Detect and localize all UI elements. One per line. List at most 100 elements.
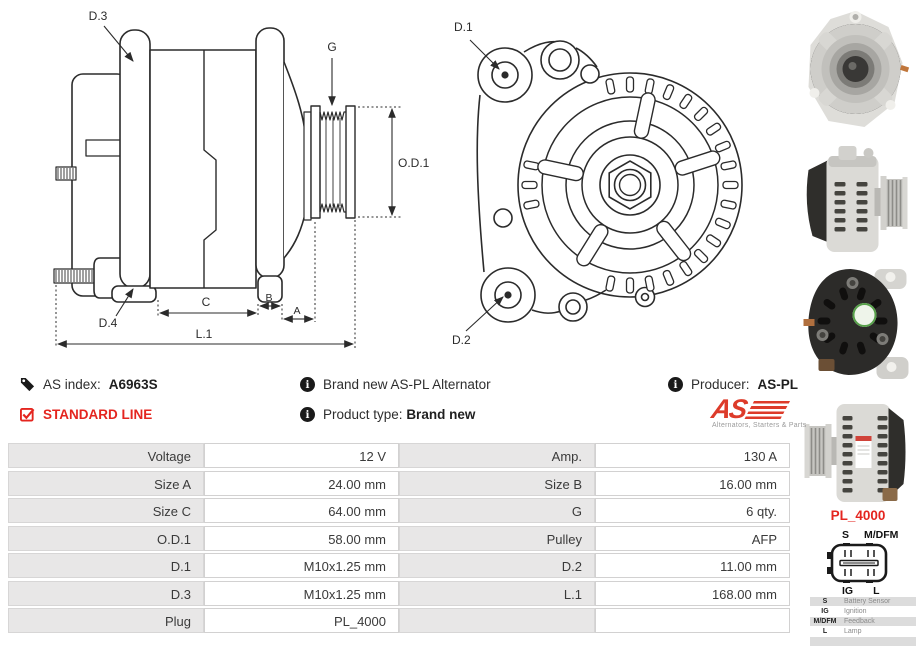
tag-icon — [20, 377, 35, 392]
product-photo-rear — [803, 269, 909, 379]
side-view-drawing: D.3 G O.D.1 D.4 C B A L.1 — [53, 9, 430, 348]
spec-label: Voltage — [8, 443, 204, 468]
legend-pin — [810, 637, 840, 646]
spec-value: PL_4000 — [204, 608, 399, 633]
pin-label-mdfm: M/DFM — [864, 529, 899, 541]
legend-pin: L — [822, 628, 828, 635]
spec-label: Amp. — [399, 443, 595, 468]
front-mount-leg — [255, 27, 285, 279]
rear-mount-leg — [119, 29, 151, 289]
spec-label: D.3 — [8, 580, 204, 606]
pin-label-ig: IG — [842, 585, 854, 597]
legend-desc: Ignition — [844, 608, 867, 615]
as-index-label: AS index: — [43, 377, 101, 392]
spec-value: 12 V — [204, 443, 399, 468]
table-row: Size A 24.00 mm Size B 16.00 mm — [8, 470, 790, 496]
product-type-label: Product type: — [323, 407, 403, 422]
spec-value: 168.00 mm — [595, 580, 790, 606]
info-icon: i — [300, 407, 315, 422]
spec-value: AFP — [595, 525, 790, 551]
dim-label-d2: D.2 — [452, 333, 471, 347]
spec-label: O.D.1 — [8, 525, 204, 551]
product-type-row: i Product type: Brand new — [300, 407, 475, 422]
product-photo-side-left — [804, 404, 906, 502]
product-photo-side-right — [806, 146, 908, 252]
spec-label: G — [399, 498, 595, 523]
producer-value: AS-PL — [757, 377, 799, 392]
spec-value: M10x1.25 mm — [204, 553, 399, 578]
info-icon: i — [300, 377, 315, 392]
spec-label: Size B — [399, 470, 595, 496]
legend-row: L Lamp — [810, 627, 916, 636]
spec-value: 6 qty. — [595, 498, 790, 523]
spec-label: L.1 — [399, 580, 595, 606]
front-view-drawing: D.1 D.2 — [452, 20, 743, 347]
legend-desc — [840, 637, 916, 646]
checkbox-checked-icon — [20, 407, 35, 422]
legend-row: IG Ignition — [810, 607, 916, 616]
pin-label-s: S — [842, 529, 850, 541]
legend-pin: S — [822, 598, 828, 605]
logo-stripes — [743, 401, 790, 420]
table-row: D.1 M10x1.25 mm D.2 11.00 mm — [8, 553, 790, 578]
plug-connector-drawing — [827, 543, 888, 583]
spec-label: Size A — [8, 470, 204, 496]
pin-label-l: L — [873, 585, 880, 597]
standard-line-row: STANDARD LINE — [20, 407, 152, 422]
legend-row: S Battery Sensor — [810, 597, 916, 606]
logo-text: AS — [709, 394, 749, 424]
legend-desc: Battery Sensor — [844, 598, 891, 605]
legend-row — [810, 637, 916, 646]
dim-label-d1: D.1 — [454, 20, 473, 34]
legend-pin: IG — [821, 608, 829, 615]
table-row: O.D.1 58.00 mm Pulley AFP — [8, 525, 790, 551]
dim-label-a: A — [293, 305, 300, 317]
plug-pins-bottom: IG L — [798, 585, 918, 597]
spec-label: Plug — [8, 608, 204, 633]
legend-pin: M/DFM — [813, 618, 837, 625]
as-index-row: AS index: A6963S — [20, 377, 158, 392]
spec-label: D.1 — [8, 553, 204, 578]
info-icon: i — [668, 377, 683, 392]
plug-pins-top: S M/DFM — [798, 529, 918, 541]
product-photo-front — [808, 11, 910, 127]
dim-label-l1: L.1 — [196, 327, 213, 341]
table-row: Voltage 12 V Amp. 130 A — [8, 443, 790, 468]
spec-label: D.2 — [399, 553, 595, 578]
as-pl-logo: AS Alternators, Starters & Parts — [709, 394, 807, 429]
spec-value: 16.00 mm — [595, 470, 790, 496]
table-row: Plug PL_4000 — [8, 608, 790, 633]
spec-value: 24.00 mm — [204, 470, 399, 496]
description-row: i Brand new AS-PL Alternator — [300, 377, 491, 392]
spec-value: 130 A — [595, 443, 790, 468]
fan-spokes — [537, 92, 721, 267]
legend-desc: Lamp — [844, 628, 862, 635]
spec-value: M10x1.25 mm — [204, 580, 399, 606]
pulley — [310, 105, 356, 219]
spec-value: 58.00 mm — [204, 525, 399, 551]
dim-label-b: B — [265, 292, 272, 304]
spec-label — [399, 608, 595, 633]
legend-row: M/DFM Feedback — [810, 617, 916, 626]
product-description: Brand new AS-PL Alternator — [323, 377, 491, 392]
spec-value — [595, 608, 790, 633]
spec-value: 11.00 mm — [595, 553, 790, 578]
dim-label-c: C — [202, 295, 211, 309]
plug-legend: S Battery Sensor IG Ignition M/DFM Feedb… — [810, 597, 916, 647]
terminal-stud-top — [55, 166, 77, 181]
producer-row: i Producer: AS-PL — [668, 377, 798, 392]
logo-caption: Alternators, Starters & Parts — [712, 422, 807, 429]
terminal-stud-bottom — [53, 268, 97, 284]
dim-label-d4: D.4 — [99, 316, 118, 330]
spec-table: Voltage 12 V Amp. 130 A Size A 24.00 mm … — [8, 443, 790, 636]
table-row: Size C 64.00 mm G 6 qty. — [8, 498, 790, 523]
spec-label: Pulley — [399, 525, 595, 551]
table-row: D.3 M10x1.25 mm L.1 168.00 mm — [8, 580, 790, 606]
standard-line-label: STANDARD LINE — [43, 407, 153, 422]
dim-label-d3: D.3 — [89, 9, 108, 23]
producer-label: Producer: — [691, 377, 750, 392]
plug-name: PL_4000 — [830, 508, 886, 523]
spec-label: Size C — [8, 498, 204, 523]
stator-body — [149, 49, 257, 289]
